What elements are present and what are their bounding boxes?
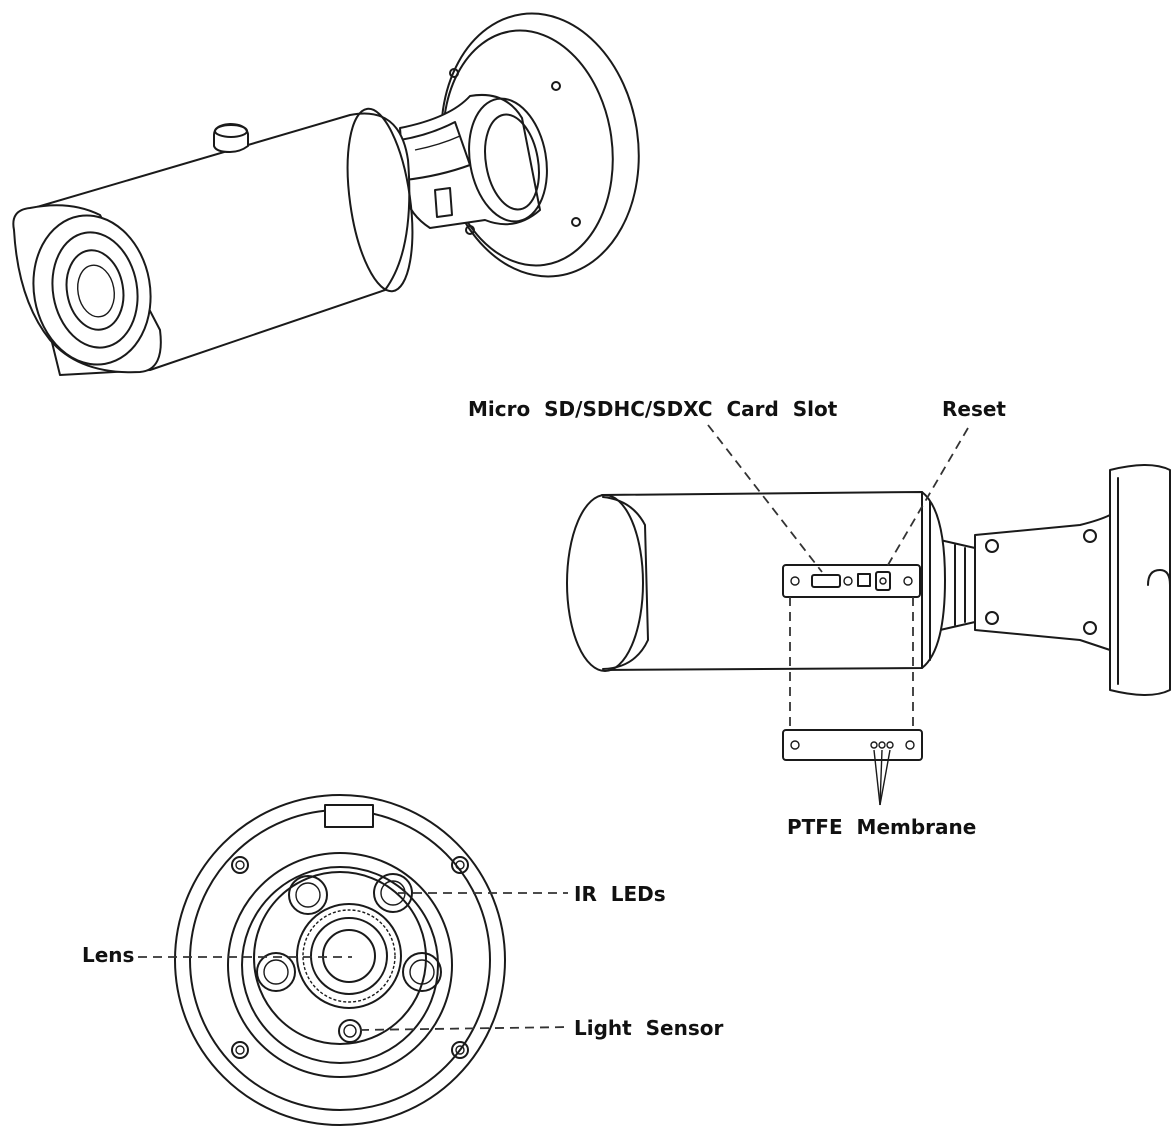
camera-front xyxy=(12,204,162,374)
mount-arm xyxy=(399,94,548,229)
light-sensor-leader xyxy=(359,1026,571,1031)
ptfe-cover xyxy=(782,729,923,761)
label-ir-leds: IR LEDs xyxy=(574,882,666,906)
ir-led-cluster xyxy=(256,873,442,992)
micro-sd-slot xyxy=(811,574,841,588)
sd-slot-leader xyxy=(707,424,823,573)
lens xyxy=(296,903,402,1009)
label-ptfe-membrane: PTFE Membrane xyxy=(787,815,976,839)
label-reset: Reset xyxy=(942,397,1006,421)
ptfe-leader xyxy=(873,749,891,806)
reset-button xyxy=(875,571,891,591)
camera-front-view: IR LEDs Lens Light Sensor xyxy=(82,794,723,1126)
ptfe-membrane-dot xyxy=(870,741,878,749)
label-lens: Lens xyxy=(82,943,134,967)
reset-leader xyxy=(884,427,969,571)
label-light-sensor: Light Sensor xyxy=(574,1016,723,1040)
side-camera-body xyxy=(566,491,946,672)
label-sd-slot: Micro SD/SDHC/SDXC Card Slot xyxy=(468,397,838,421)
slot-panel xyxy=(782,564,921,598)
light-sensor xyxy=(338,1019,362,1043)
camera-perspective-view xyxy=(12,12,640,376)
camera-side-view: Micro SD/SDHC/SDXC Card Slot Reset PTFE … xyxy=(468,397,1171,839)
side-wall-mount xyxy=(939,464,1171,696)
